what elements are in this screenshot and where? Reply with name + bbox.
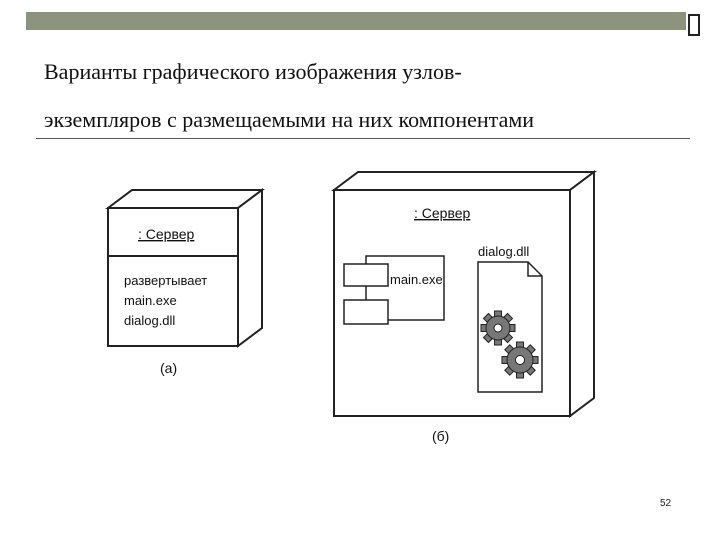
header-bar: [26, 12, 686, 30]
caption-a: (а): [160, 360, 177, 376]
node-a: : Сервер развертывает main.exe dialog.dl…: [105, 188, 265, 348]
slide-number: 52: [660, 498, 672, 509]
node-b-side-face: [569, 170, 595, 418]
document-label: dialog.dll: [478, 244, 529, 259]
slide-title: Варианты графического изображения узлов-…: [44, 48, 694, 144]
title-line-2: экземпляров с размещаемыми на них компон…: [44, 107, 535, 132]
node-a-front-face: [107, 207, 239, 347]
node-a-body-line-2: main.exe: [124, 293, 177, 308]
gear-icon-secondary: [501, 341, 539, 379]
node-a-top-face: [105, 189, 265, 209]
component-label: main.exe: [390, 272, 443, 287]
header-corner-box: [688, 14, 700, 36]
node-b-top-face: [331, 171, 597, 191]
node-a-side-face: [237, 188, 263, 348]
node-a-name: : Сервер: [138, 226, 195, 242]
component-port-bottom: [343, 299, 389, 325]
document-folded-corner: [527, 262, 542, 277]
title-divider: [36, 138, 690, 139]
title-line-1: Варианты графического изображения узлов-: [44, 59, 462, 84]
gear-icon: [480, 310, 516, 346]
caption-b: (б): [432, 428, 449, 444]
node-b: : Сервер main.exe dialog.dll: [331, 170, 597, 418]
node-b-name: : Сервер: [414, 205, 471, 221]
document-dialog-dll: dialog.dll: [477, 244, 543, 393]
node-a-body-line-3: dialog.dll: [124, 313, 175, 328]
component-main-exe: main.exe: [343, 255, 445, 325]
node-a-body-line-1: развертывает: [124, 273, 207, 288]
component-port-top: [343, 263, 389, 287]
